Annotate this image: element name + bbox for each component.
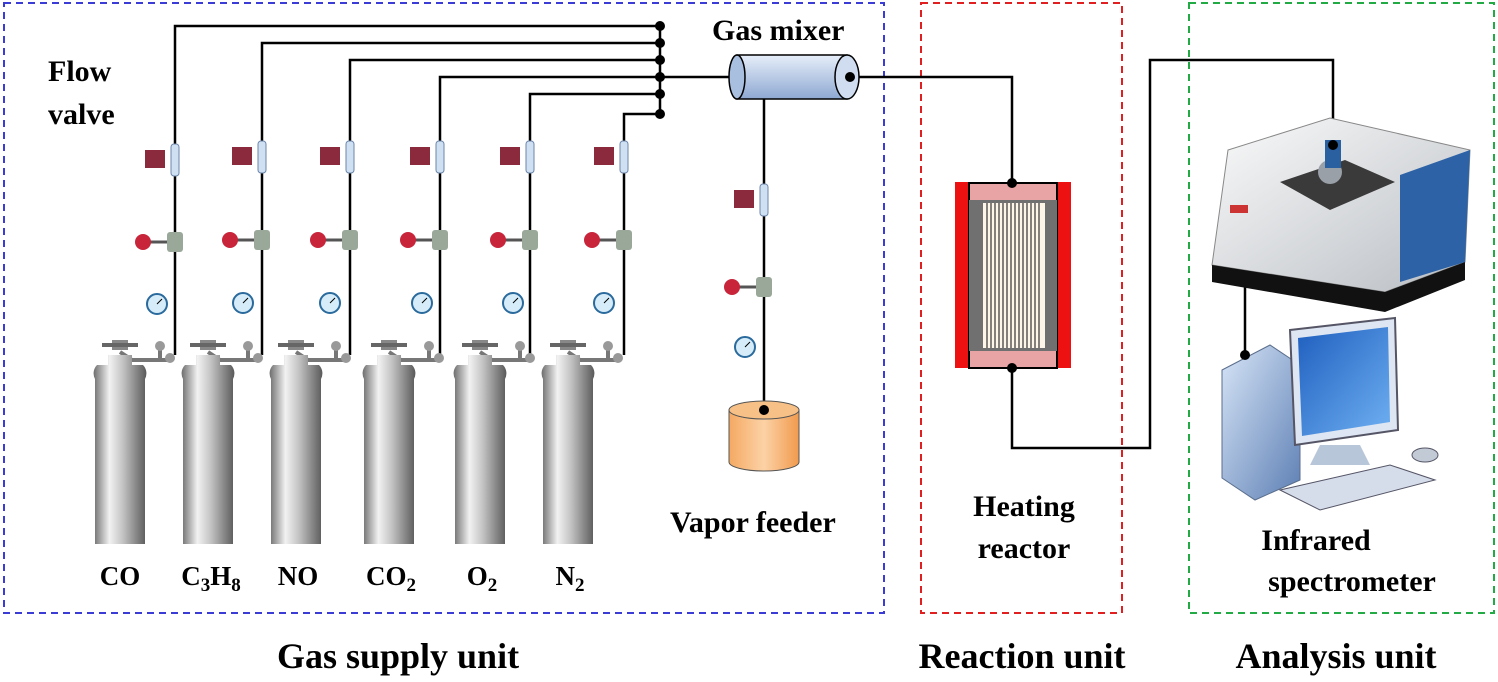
needle-valves xyxy=(135,230,772,297)
gas-label-co: CO xyxy=(100,561,141,591)
computer xyxy=(1221,316,1439,511)
heating-reactor-label-line2: reactor xyxy=(978,532,1071,565)
gas-cylinders xyxy=(93,340,623,544)
infrared-spectrometer-label-line2: spectrometer xyxy=(1268,565,1436,598)
vapor-feeder-tank xyxy=(728,400,800,472)
flow-meters xyxy=(145,140,769,217)
pressure-gauges xyxy=(146,292,756,358)
gas-mixer-label: Gas mixer xyxy=(712,14,844,47)
flow-valve-label-line2: valve xyxy=(48,98,115,131)
gas-label-n2: N2 xyxy=(556,561,585,596)
heating-reactor-label-line1: Heating xyxy=(973,490,1075,523)
vapor-feeder-label: Vapor feeder xyxy=(670,506,836,539)
gas-label-no: NO xyxy=(278,561,319,591)
analysis-unit-box xyxy=(1188,2,1495,614)
flow-valve-label-line1: Flow xyxy=(48,55,112,88)
junction-dots xyxy=(655,21,665,119)
analysis-unit-label: Analysis unit xyxy=(1235,636,1436,676)
infrared-spectrometer xyxy=(1211,117,1471,312)
gas-mixer xyxy=(728,54,860,100)
gas-label-c3h8: C3H8 xyxy=(181,561,241,596)
gas-lines xyxy=(173,24,1335,450)
gas-label-co2: CO2 xyxy=(366,561,416,596)
infrared-spectrometer-label-line1: Infrared xyxy=(1261,524,1371,557)
gas-label-o2: O2 xyxy=(467,561,498,596)
reaction-unit-box xyxy=(920,2,1123,614)
reaction-unit-label: Reaction unit xyxy=(919,636,1126,676)
heating-reactor xyxy=(955,178,1071,373)
gas-supply-unit-label: Gas supply unit xyxy=(277,636,519,676)
